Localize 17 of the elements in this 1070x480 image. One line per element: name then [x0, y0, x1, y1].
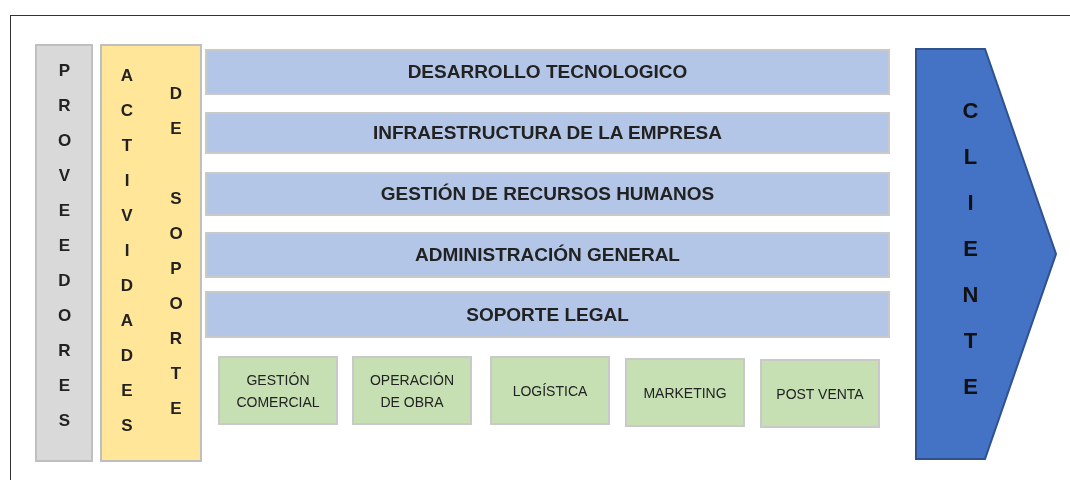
- primary-activity-box: POST VENTA: [760, 359, 880, 428]
- primary-activity-box: GESTIÓN COMERCIAL: [218, 356, 338, 425]
- support-activity-bar: ADMINISTRACIÓN GENERAL: [205, 232, 890, 278]
- primary-activity-box: OPERACIÓN DE OBRA: [352, 356, 472, 425]
- primary-activity-box: MARKETING: [625, 358, 745, 427]
- vertical-label: CLIENTE: [957, 98, 983, 420]
- vertical-label: PROVEEDORES: [54, 60, 74, 446]
- support-activities-column: [100, 44, 202, 462]
- support-activity-bar: GESTIÓN DE RECURSOS HUMANOS: [205, 172, 890, 216]
- support-activity-bar: INFRAESTRUCTURA DE LA EMPRESA: [205, 112, 890, 154]
- vertical-label: DE SOPORTE: [165, 84, 186, 434]
- support-activity-bar: DESARROLLO TECNOLOGICO: [205, 49, 890, 95]
- vertical-label: ACTIVIDADES: [116, 66, 137, 451]
- supplier-column: [35, 44, 93, 462]
- customer-arrow: [915, 48, 1057, 460]
- primary-activity-box: LOGÍSTICA: [490, 356, 610, 425]
- support-activity-bar: SOPORTE LEGAL: [205, 291, 890, 338]
